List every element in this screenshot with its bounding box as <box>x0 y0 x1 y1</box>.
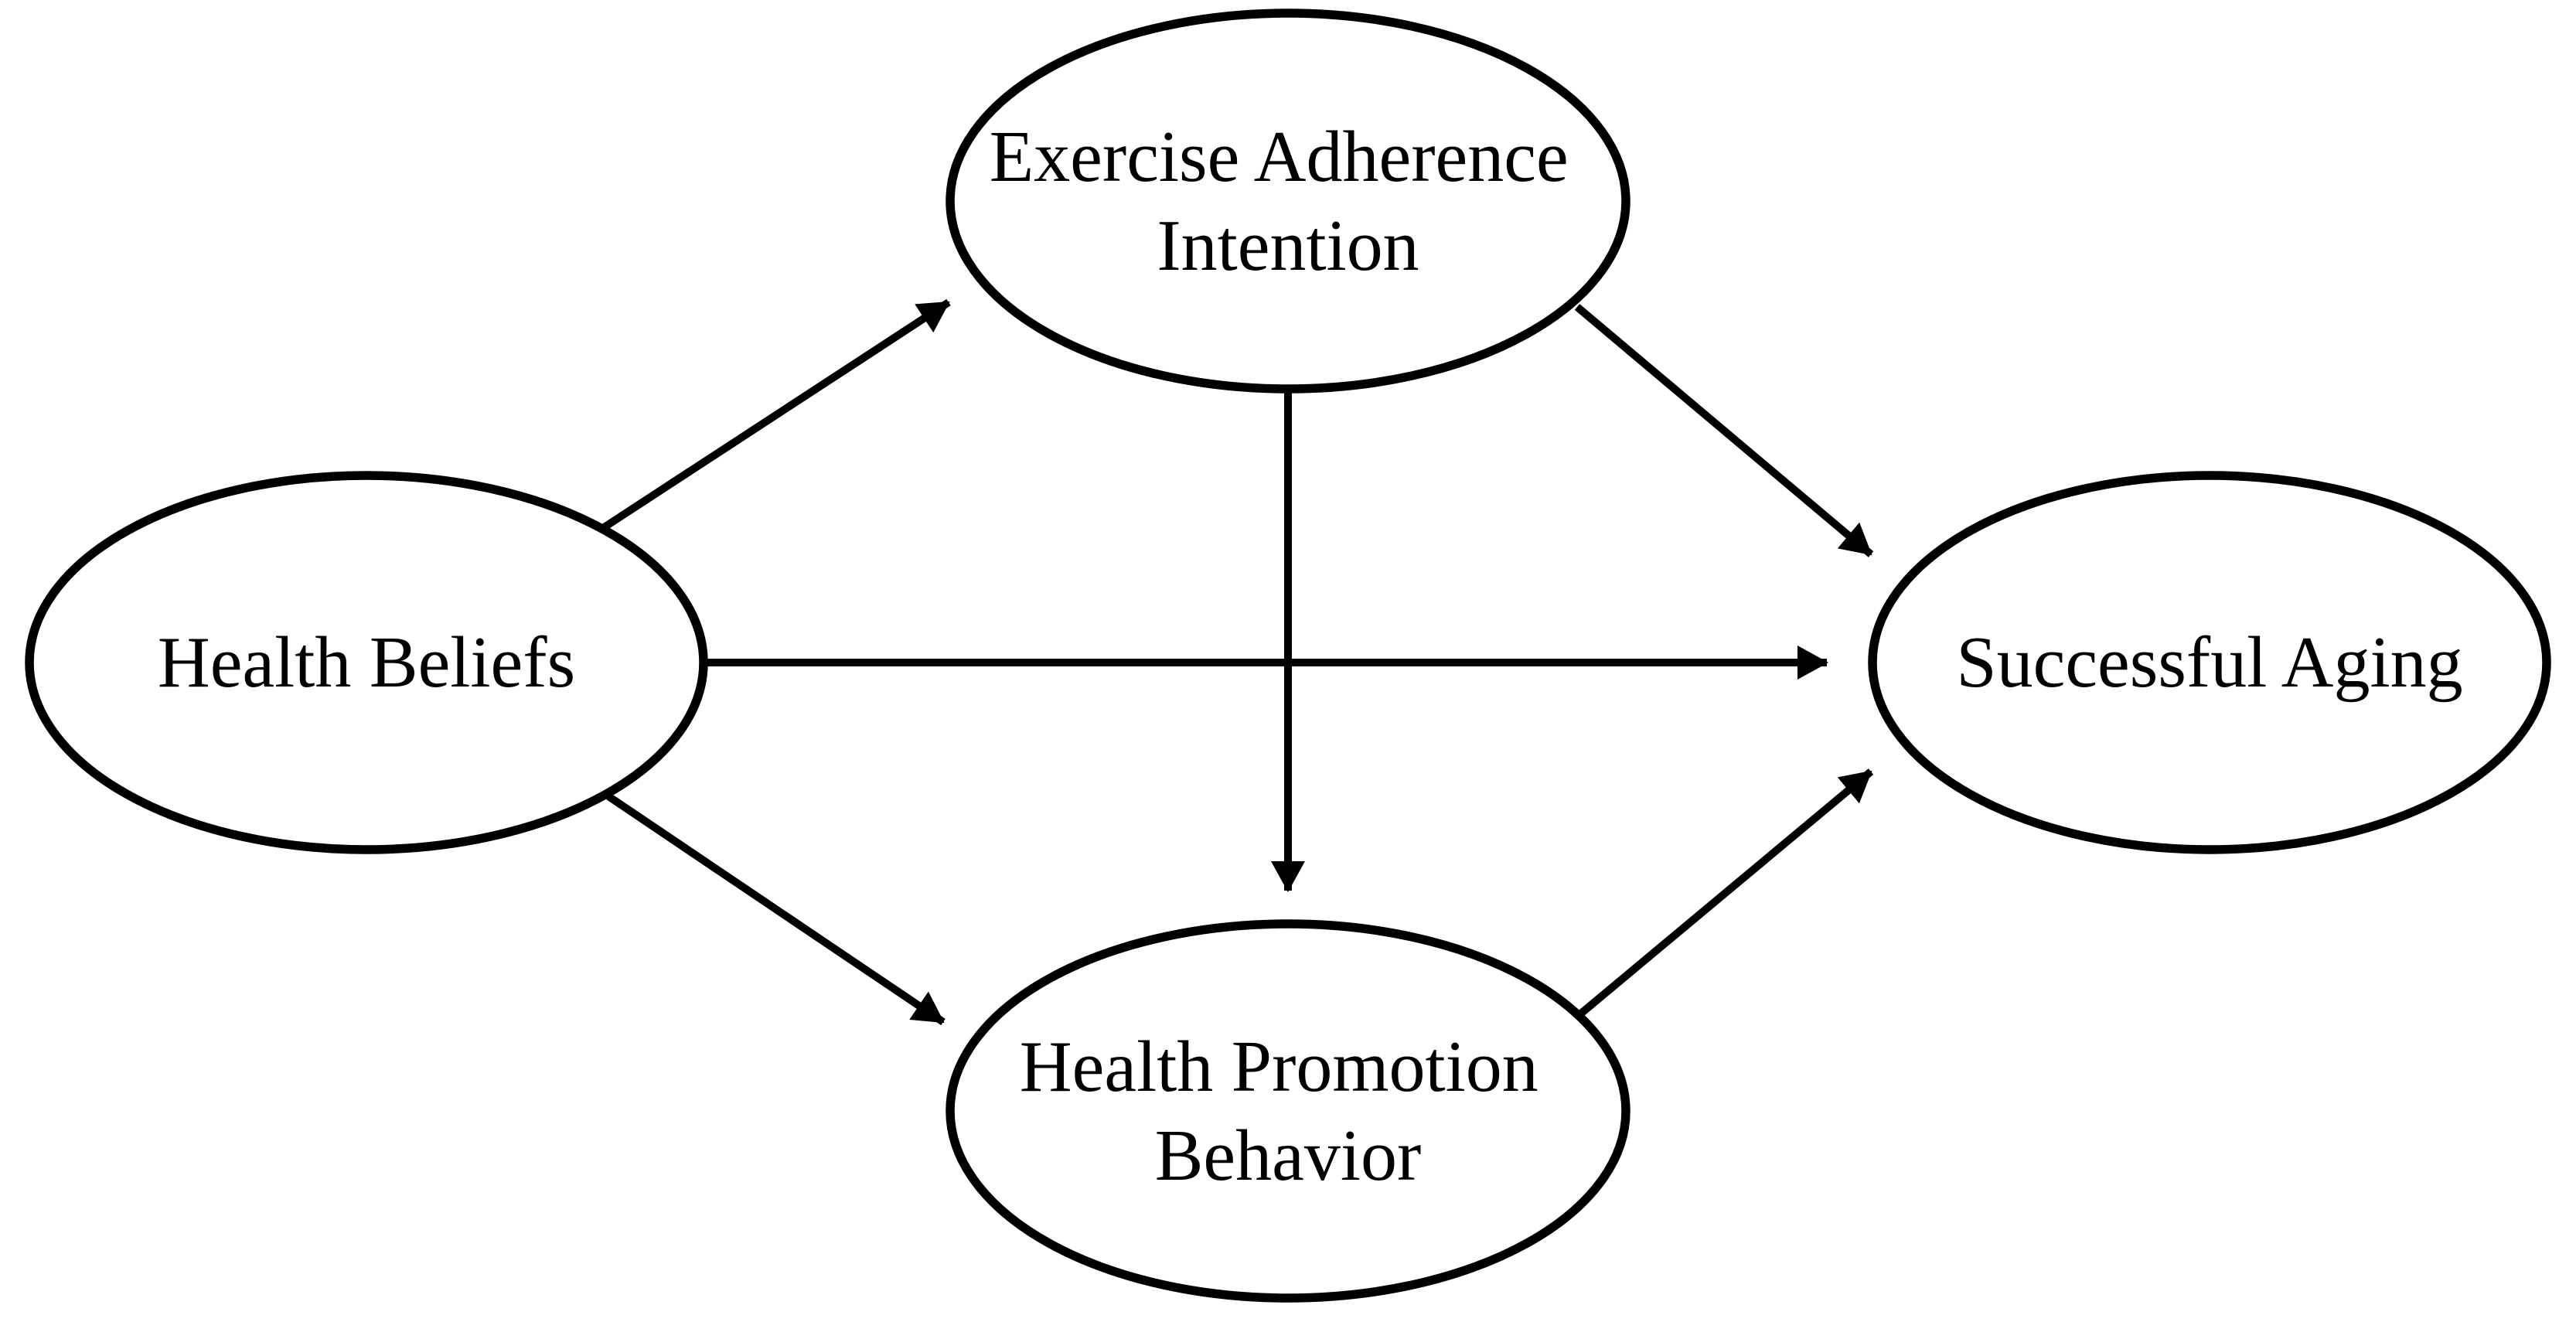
node-label-line: Exercise Adherence <box>990 117 1569 197</box>
arrow-health-beliefs-to-health-promotion-behavior <box>606 792 946 1026</box>
nodes-group: Exercise Adherence Intention Health Beli… <box>25 9 2551 1303</box>
edges-group <box>601 298 1874 1026</box>
node-label-health-promotion-behavior: Health Promotion Behavior <box>1020 1027 1557 1196</box>
node-ellipse-successful-aging <box>1868 471 2551 854</box>
node-label-line: Intention <box>1157 206 1419 286</box>
node-ellipse-health-promotion-behavior <box>946 919 1630 1303</box>
node-label-health-beliefs: Health Beliefs <box>158 622 575 703</box>
node-label-line: Behavior <box>1155 1116 1422 1196</box>
node-health-beliefs: Health Beliefs <box>25 471 708 854</box>
arrow-health-beliefs-to-exercise-adherence-intention <box>601 298 951 532</box>
node-exercise-adherence-intention: Exercise Adherence Intention <box>946 9 1630 394</box>
node-successful-aging: Successful Aging <box>1868 471 2551 854</box>
node-label-successful-aging: Successful Aging <box>1956 622 2462 703</box>
node-label-line: Health Beliefs <box>158 622 575 703</box>
arrow-exercise-adherence-intention-to-successful-aging <box>1574 304 1874 557</box>
arrow-health-promotion-behavior-to-successful-aging <box>1574 768 1874 1020</box>
node-ellipse-exercise-adherence-intention <box>946 9 1630 394</box>
node-label-line: Health Promotion <box>1020 1027 1538 1107</box>
node-ellipse-health-beliefs <box>25 471 708 854</box>
node-label-exercise-adherence-intention: Exercise Adherence Intention <box>990 117 1586 286</box>
node-label-line: Successful Aging <box>1956 622 2462 703</box>
node-health-promotion-behavior: Health Promotion Behavior <box>946 919 1630 1303</box>
